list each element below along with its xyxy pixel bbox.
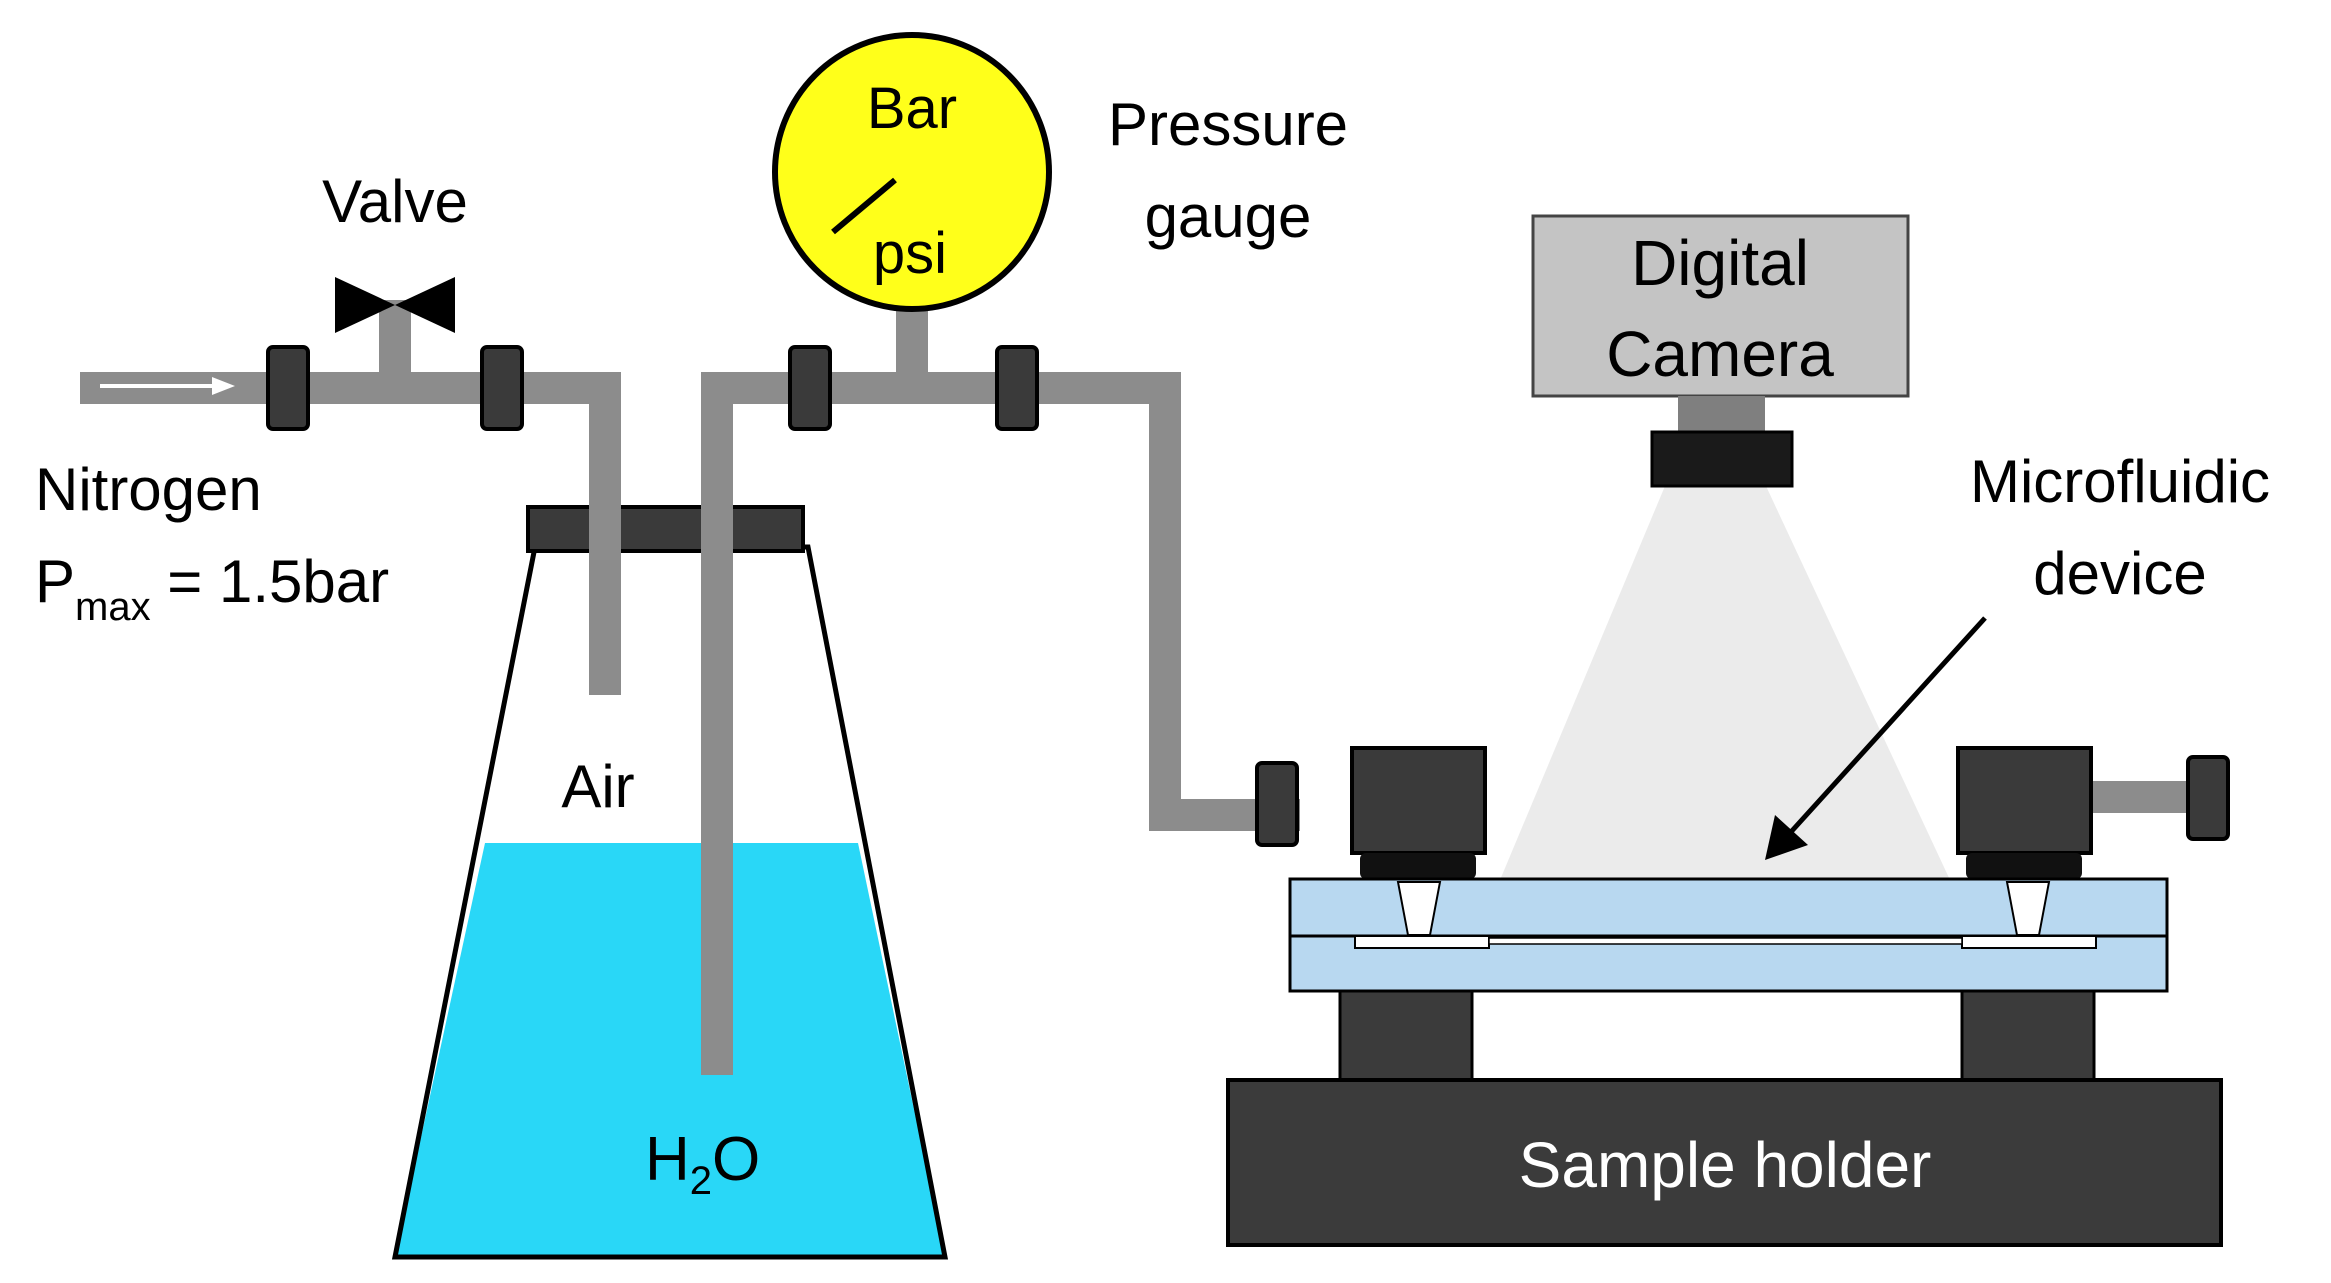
gauge-slash — [831, 177, 897, 235]
gauge-face — [772, 32, 1052, 312]
valve-icon — [335, 277, 455, 333]
clamp-right-gasket — [1966, 853, 2082, 879]
camera-light-cone — [1500, 486, 1950, 880]
device-pointer-arrow — [1765, 616, 1987, 860]
chip-channel — [1488, 937, 1963, 945]
camera-lens — [1650, 430, 1794, 488]
h2o-sub: 2 — [690, 1159, 712, 1203]
gauge-bar-label: Bar — [867, 76, 957, 141]
tubing — [80, 290, 2195, 1075]
pmax-label: Pmax = 1.5bar — [35, 548, 389, 629]
h2o-h: H — [645, 1125, 690, 1194]
digital-camera — [1531, 214, 1910, 488]
tube-flask-dip — [701, 372, 815, 1075]
gauge-label: gauge — [1145, 183, 1312, 250]
fitting-4 — [995, 345, 1039, 431]
clamp-left — [1350, 746, 1487, 855]
clamp-left-gasket — [1360, 853, 1476, 879]
fitting-device-outlet — [2186, 755, 2230, 841]
chip-chamber-right — [1961, 935, 2097, 949]
sample-holder-base — [1226, 1078, 2223, 1247]
flask-stopper — [526, 505, 805, 553]
pressure-gauge — [772, 32, 1052, 312]
h2o-label: H2O — [645, 1125, 760, 1203]
flask — [391, 505, 949, 1260]
gauge-psi-label: psi — [873, 221, 947, 286]
tube-gauge-to-device — [790, 372, 1300, 831]
microfluidic-label: Microfluidic — [1970, 448, 2270, 515]
fitting-1 — [266, 345, 310, 431]
holder-leg-right — [1960, 988, 2096, 1082]
camera-mount — [1678, 396, 1765, 436]
clamp-right — [1956, 746, 2093, 855]
sample-holder-assembly — [1226, 746, 2223, 1247]
camera-label-line1: Digital — [1631, 227, 1809, 299]
pmax-sub: max — [75, 585, 151, 629]
device-label: device — [2033, 540, 2206, 607]
flask-water — [395, 843, 945, 1257]
h2o-o: O — [712, 1125, 760, 1194]
chip-chamber-left — [1354, 935, 1490, 949]
holder-leg-left — [1338, 988, 1474, 1082]
camera-body — [1531, 214, 1910, 398]
sample-holder-label: Sample holder — [1519, 1129, 1932, 1201]
nitrogen-label: Nitrogen — [35, 456, 262, 523]
fitting-3 — [788, 345, 832, 431]
camera-label-line2: Camera — [1606, 318, 1834, 390]
pmax-p: P — [35, 548, 75, 615]
fitting-2 — [480, 345, 524, 431]
flow-arrow-icon — [100, 377, 235, 395]
valve-label: Valve — [322, 168, 468, 235]
fitting-device-inlet — [1255, 761, 1299, 847]
air-label: Air — [561, 753, 634, 820]
pressure-label: Pressure — [1108, 91, 1348, 158]
fittings — [266, 345, 2230, 847]
pmax-rest: = 1.5bar — [151, 548, 390, 615]
